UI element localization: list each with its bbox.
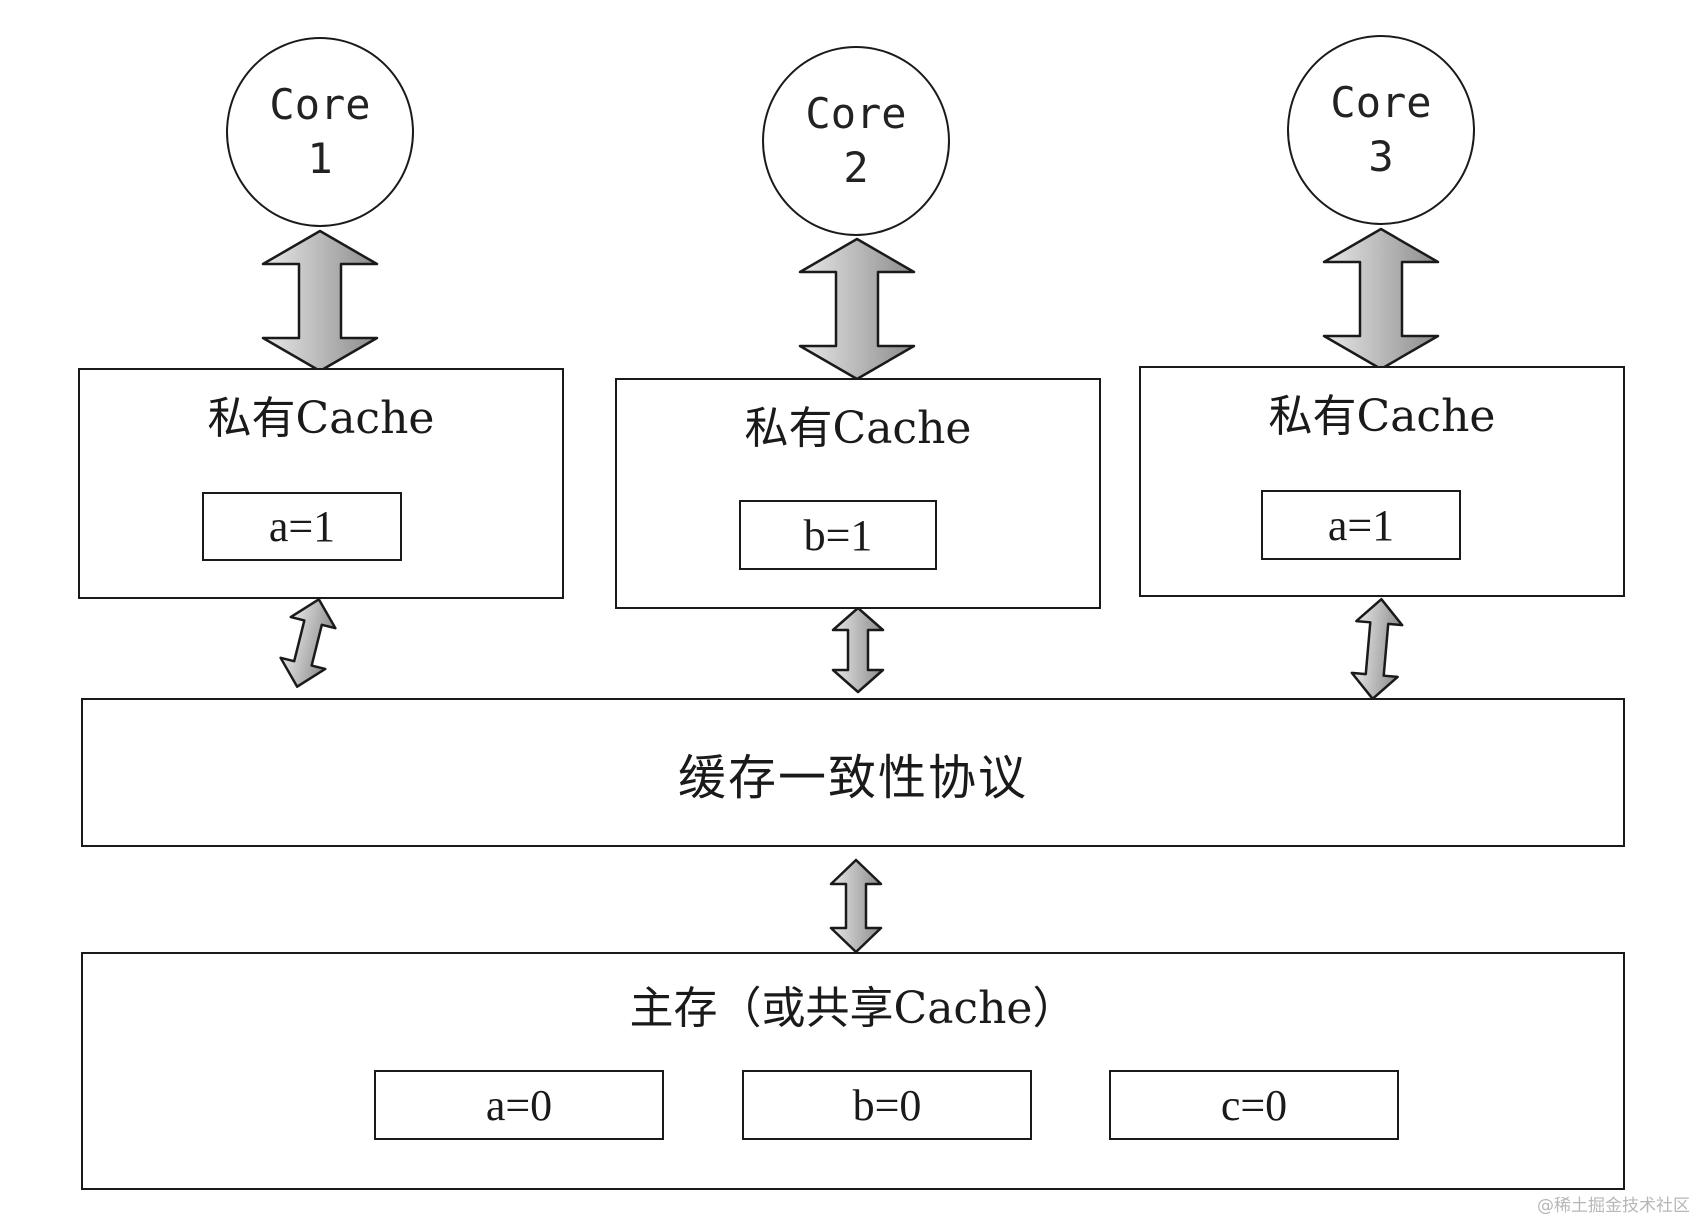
cache2-protocol-arrow [831, 606, 885, 694]
core-1: Core 1 [226, 37, 414, 227]
private-cache-3: 私有Cache a=1 [1139, 366, 1625, 597]
coherence-protocol: 缓存一致性协议 [81, 698, 1625, 847]
core-3-label: Core [1330, 78, 1432, 127]
private-cache-3-title: 私有Cache [1268, 391, 1496, 442]
core-3: Core 3 [1287, 35, 1475, 225]
private-cache-2-value: b=1 [739, 500, 937, 570]
main-memory-title: 主存（或共享Cache） [629, 983, 1077, 1034]
main-memory-value-c: c=0 [1109, 1070, 1399, 1140]
core-2-label: Core [805, 89, 907, 138]
main-memory-value-b: b=0 [742, 1070, 1032, 1140]
core-3-number: 3 [1368, 132, 1394, 181]
main-memory: 主存（或共享Cache） a=0 b=0 c=0 [81, 952, 1625, 1190]
protocol-memory-arrow [829, 858, 883, 954]
cache1-protocol-arrow [279, 598, 337, 688]
core1-cache1-arrow [261, 229, 379, 373]
core-1-number: 1 [307, 134, 333, 183]
core-1-label: Core [269, 80, 371, 129]
main-memory-value-a: a=0 [374, 1070, 664, 1140]
private-cache-1-value: a=1 [202, 492, 402, 561]
cache3-protocol-arrow [1350, 597, 1404, 701]
coherence-protocol-title: 缓存一致性协议 [677, 749, 1028, 806]
private-cache-2: 私有Cache b=1 [615, 378, 1101, 609]
watermark: @稀土掘金技术社区 [1537, 1196, 1690, 1216]
private-cache-1: 私有Cache a=1 [78, 368, 564, 599]
core-2: Core 2 [762, 46, 950, 236]
private-cache-1-title: 私有Cache [207, 393, 435, 444]
private-cache-3-value: a=1 [1261, 490, 1461, 560]
core-2-number: 2 [843, 143, 869, 192]
core2-cache2-arrow [798, 237, 916, 381]
core3-cache3-arrow [1322, 227, 1440, 371]
private-cache-2-title: 私有Cache [744, 403, 972, 454]
